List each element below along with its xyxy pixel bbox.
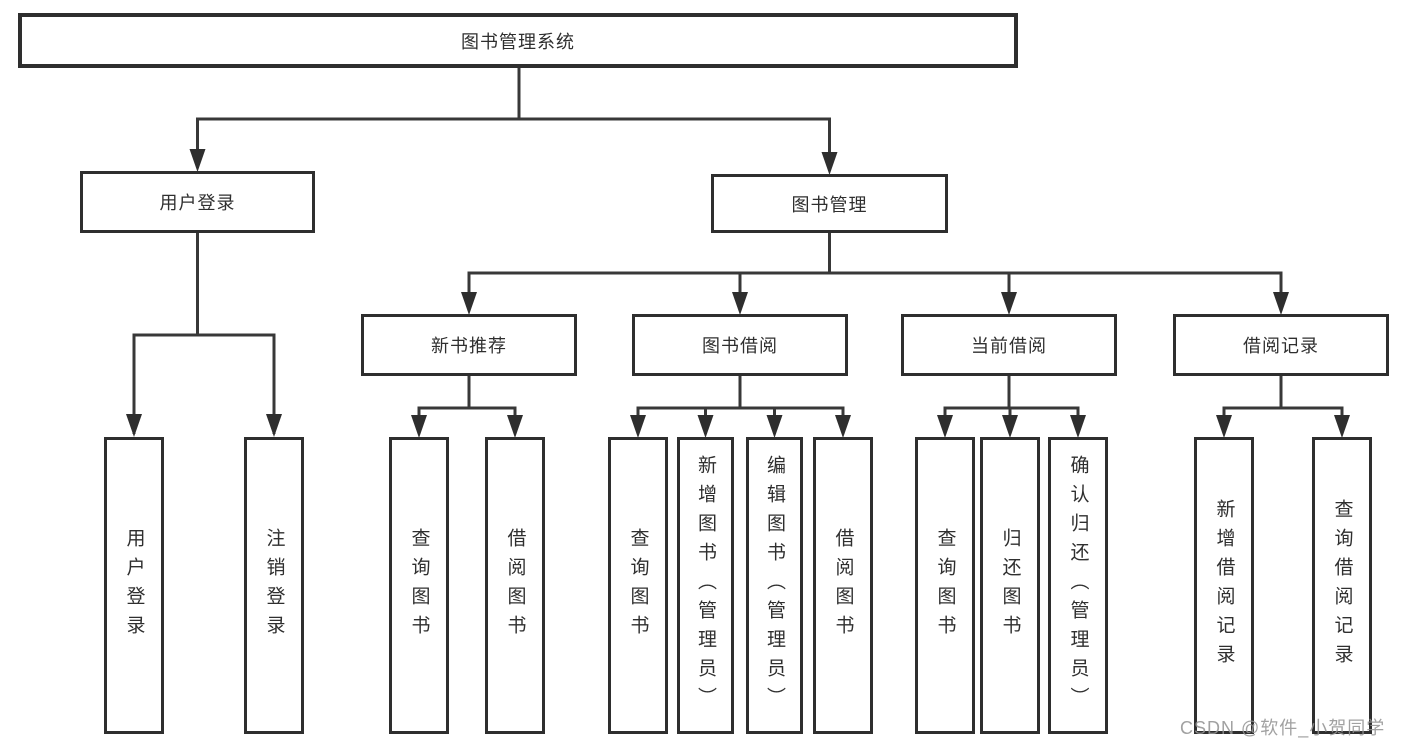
leaf-br-query-borrow-record: 查询借阅记录: [1312, 437, 1372, 734]
leaf-nb-borrow-books: 借阅图书: [485, 437, 545, 734]
node-borrowing-records: 借阅记录: [1173, 314, 1389, 376]
leaf-label: 新增图书（管理员）: [695, 455, 716, 716]
node-label: 借阅记录: [1243, 336, 1319, 356]
node-label: 用户登录: [159, 193, 236, 213]
node-current-borrowing: 当前借阅: [901, 314, 1117, 376]
node-root-library-system: 图书管理系统: [18, 13, 1018, 68]
leaf-cb-query-books: 查询图书: [915, 437, 975, 734]
leaf-bb-add-books-admin: 新增图书（管理员）: [677, 437, 734, 734]
leaf-label: 注销登录: [263, 527, 285, 644]
leaf-label: 编辑图书（管理员）: [764, 455, 785, 716]
node-label: 当前借阅: [971, 336, 1047, 356]
node-new-book-recommendation: 新书推荐: [361, 314, 577, 376]
leaf-user-login: 用户登录: [104, 437, 164, 734]
node-label: 图书管理: [791, 194, 868, 215]
leaf-br-add-borrow-record: 新增借阅记录: [1194, 437, 1254, 734]
watermark-csdn: CSDN @软件_小贺同学: [1180, 718, 1386, 738]
node-book-borrowing: 图书借阅: [632, 314, 848, 376]
leaf-label: 借阅图书: [832, 527, 854, 644]
node-label: 图书管理系统: [461, 31, 575, 52]
leaf-cb-confirm-return-admin: 确认归还（管理员）: [1048, 437, 1108, 734]
leaf-bb-edit-books-admin: 编辑图书（管理员）: [746, 437, 803, 734]
leaf-label: 查询借阅记录: [1331, 498, 1353, 673]
leaf-label: 确认归还（管理员）: [1067, 455, 1089, 716]
arrowheads: [126, 149, 1350, 438]
leaf-label: 归还图书: [999, 527, 1021, 644]
leaf-label: 查询图书: [408, 527, 430, 644]
leaf-label: 用户登录: [123, 527, 145, 644]
leaf-logout-login: 注销登录: [244, 437, 304, 734]
leaf-nb-query-books: 查询图书: [389, 437, 449, 734]
leaf-label: 新增借阅记录: [1213, 498, 1235, 673]
leaf-label: 查询图书: [934, 527, 956, 644]
leaf-label: 借阅图书: [504, 527, 526, 644]
leaf-bb-borrow-books: 借阅图书: [813, 437, 873, 734]
leaf-bb-query-books: 查询图书: [608, 437, 668, 734]
leaf-label: 查询图书: [627, 527, 649, 644]
node-label: 图书借阅: [702, 336, 778, 356]
leaf-cb-return-books: 归还图书: [980, 437, 1040, 734]
node-book-management: 图书管理: [711, 174, 948, 233]
node-user-login: 用户登录: [80, 171, 315, 233]
node-label: 新书推荐: [431, 336, 507, 356]
